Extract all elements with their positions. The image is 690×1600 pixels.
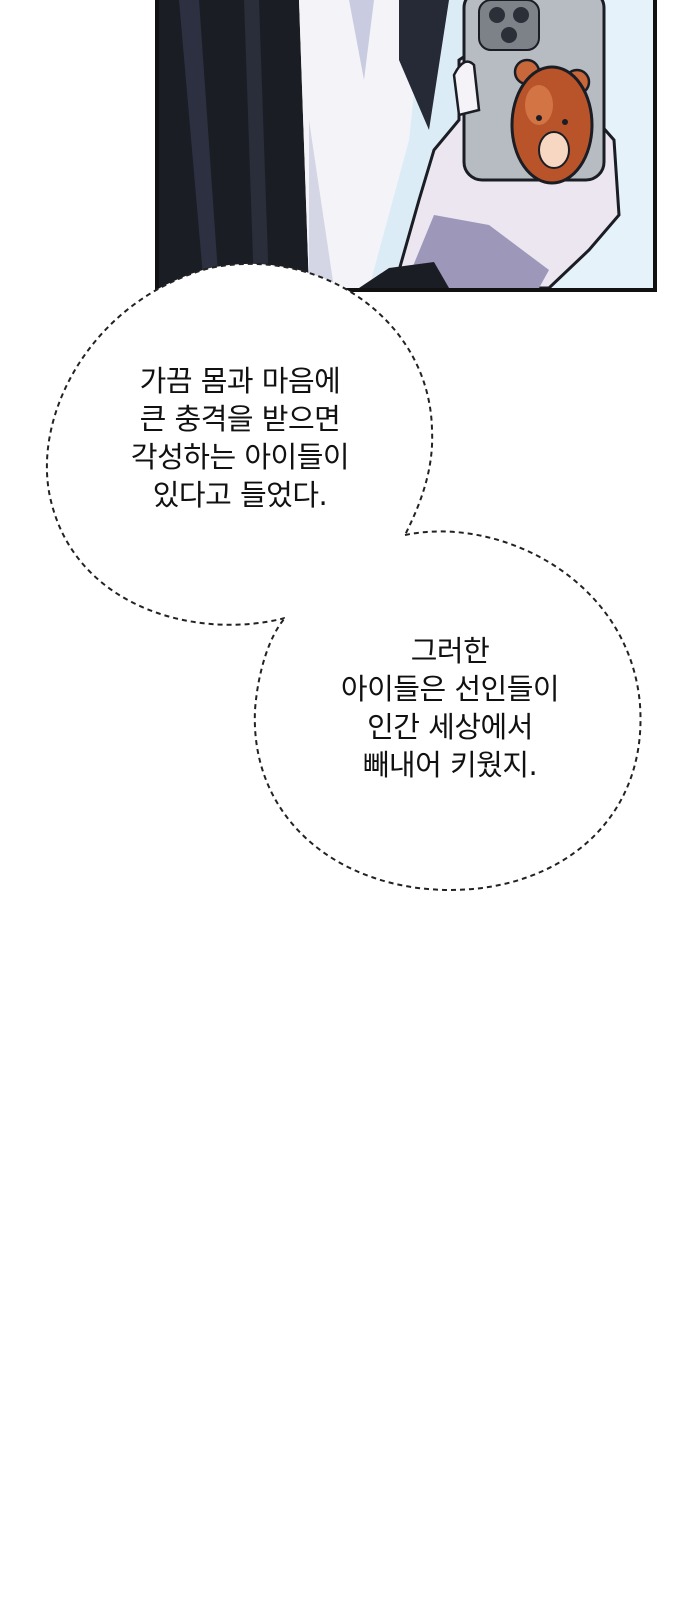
speech-bubble-outline-2	[253, 530, 642, 892]
dialogue-line: 아이들은 선인들이	[340, 672, 560, 706]
dialogue-line: 가끔 몸과 마음에	[139, 364, 341, 398]
comic-panel	[155, 0, 657, 292]
shirt	[299, 0, 424, 288]
speech-bubbles	[45, 262, 642, 892]
speech-bubble-text-2: 그러한 아이들은 선인들이 인간 세상에서 빼내어 키웠지.	[280, 632, 620, 784]
dialogue-line: 그러한	[410, 634, 490, 668]
blank-gutter	[0, 920, 690, 1600]
panel-illustration	[159, 0, 653, 288]
sleeve	[359, 262, 449, 288]
speech-bubble-text-1: 가끔 몸과 마음에 큰 충격을 받으면 각성하는 아이들이 있다고 들었다.	[70, 362, 410, 514]
dialogue-line: 빼내어 키웠지.	[362, 748, 538, 782]
dialogue-line: 있다고 들었다.	[152, 478, 328, 512]
dialogue-line: 큰 충격을 받으면	[139, 402, 341, 436]
speech-bubble-outline-1	[45, 262, 434, 626]
dialogue-line: 인간 세상에서	[367, 710, 533, 744]
dialogue-line: 각성하는 아이들이	[130, 440, 350, 474]
bear-charm-icon	[510, 58, 594, 185]
